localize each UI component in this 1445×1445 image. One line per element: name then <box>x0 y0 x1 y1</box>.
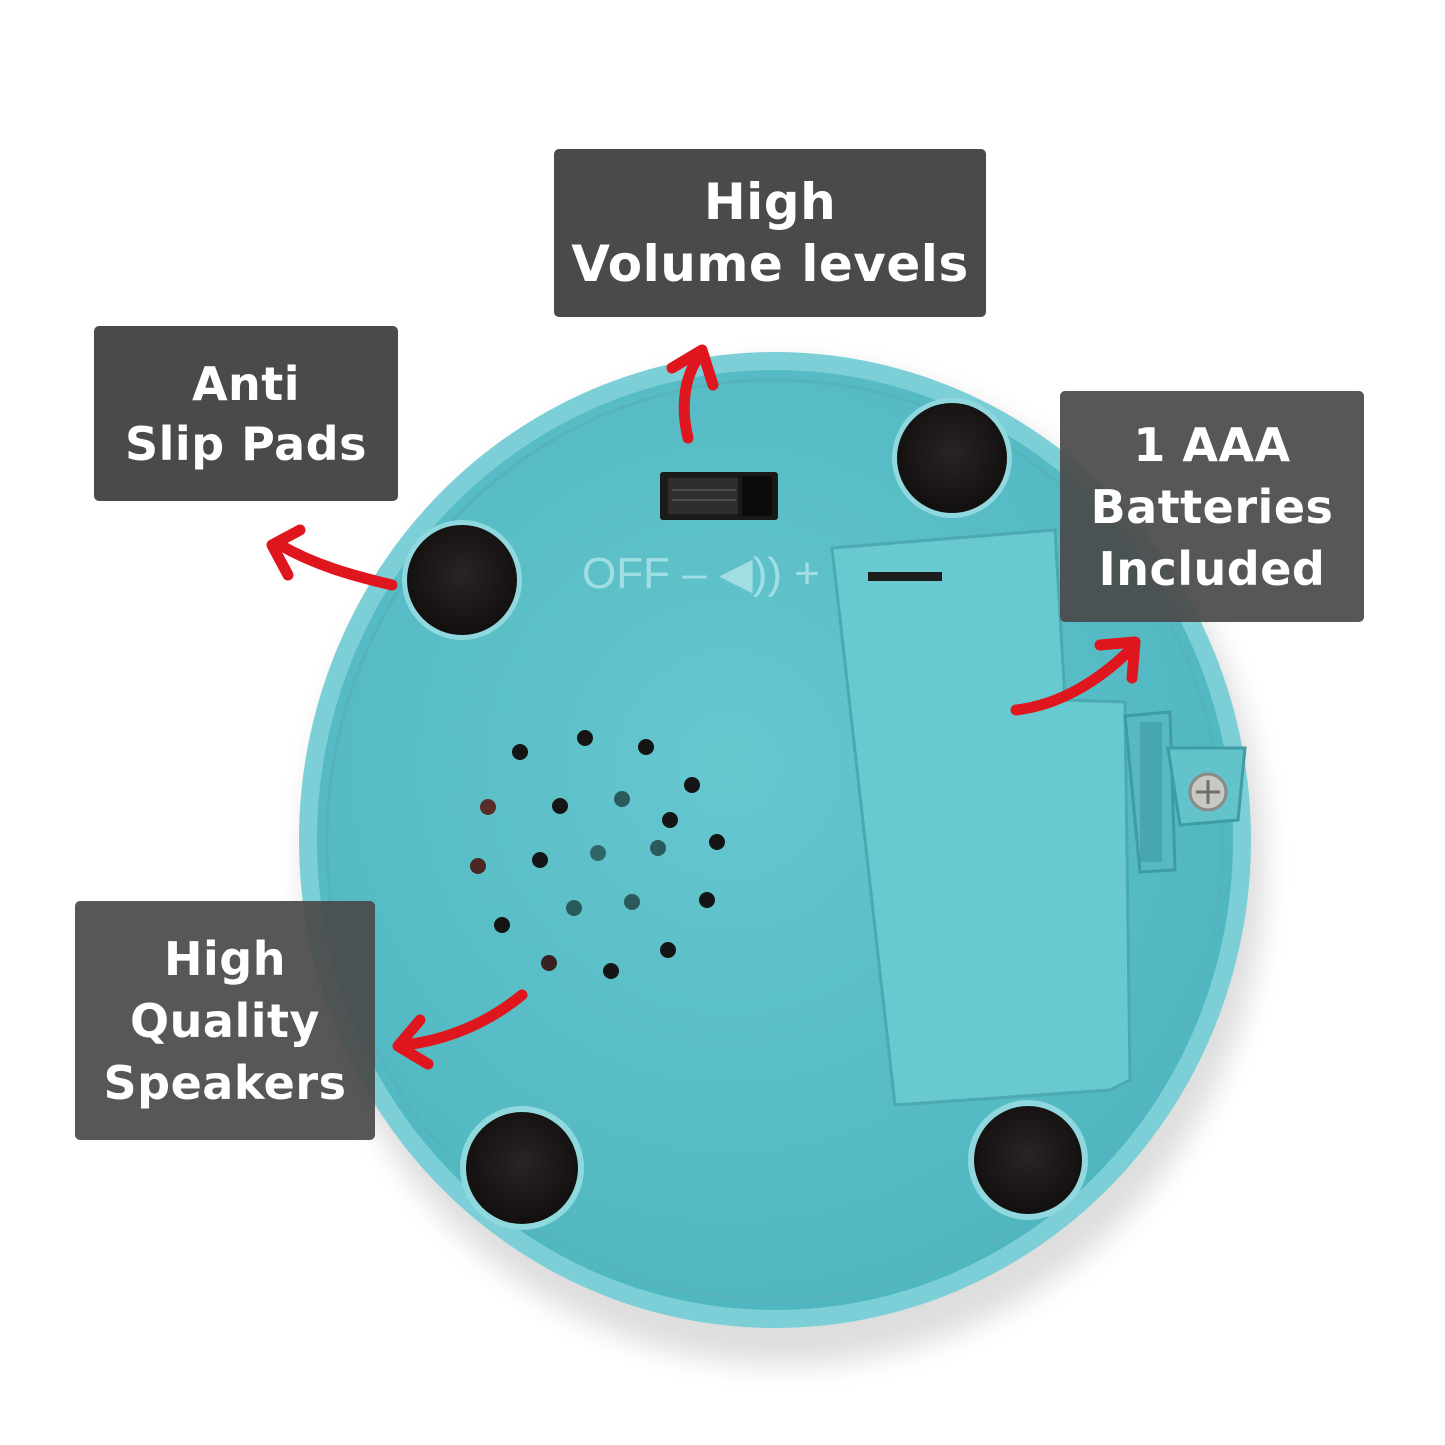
speaker-device: OFF – ◀)) + <box>299 352 1251 1328</box>
anti-slip-pad <box>460 1106 584 1230</box>
battery-screw-icon <box>1188 772 1228 812</box>
arrow-to-pads-icon <box>266 524 398 591</box>
battery-cover[interactable] <box>830 528 1247 1107</box>
anti-slip-pad <box>892 398 1012 518</box>
callout-line: High <box>703 173 837 231</box>
volume-switch-label: OFF – ◀)) + <box>582 549 820 598</box>
anti-slip-pad <box>402 520 522 640</box>
callout-line: 1 AAA <box>1133 417 1291 472</box>
callout-high-volume: High Volume levels <box>554 149 986 317</box>
callout-line: Volume levels <box>571 235 969 293</box>
callout-line: High <box>164 931 286 986</box>
callout-line: Anti <box>191 356 301 411</box>
arrow-to-volume-icon <box>666 344 719 444</box>
callout-line: Included <box>1098 541 1326 596</box>
volume-switch[interactable] <box>660 472 778 520</box>
callout-high-quality-speakers: High Quality Speakers <box>75 901 375 1140</box>
callout-line: Slip Pads <box>125 416 367 471</box>
speaker-grille <box>470 730 725 979</box>
callout-anti-slip-pads: Anti Slip Pads <box>94 326 398 501</box>
callout-line: Batteries <box>1090 479 1334 534</box>
anti-slip-pad <box>968 1100 1088 1220</box>
callout-line: Quality <box>130 993 320 1048</box>
callout-batteries-included: 1 AAA Batteries Included <box>1060 391 1364 622</box>
device-inner-edge <box>325 378 1225 1302</box>
arrow-to-battery-icon <box>1010 636 1141 716</box>
battery-cover-slot <box>868 572 942 581</box>
callout-line: Speakers <box>103 1055 347 1110</box>
arrow-to-speakers-icon <box>392 989 528 1070</box>
